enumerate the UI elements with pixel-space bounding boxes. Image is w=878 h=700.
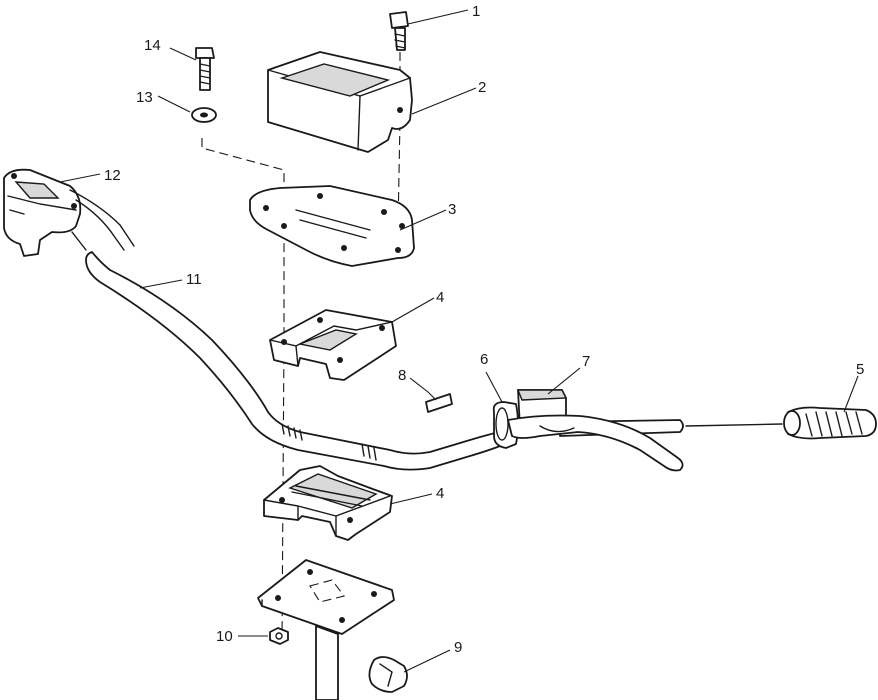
brake-lever-assembly xyxy=(507,389,684,472)
callout-9: 9 xyxy=(454,639,462,656)
cable-clip xyxy=(368,656,408,693)
callout-3: 3 xyxy=(448,201,456,218)
upper-plate xyxy=(249,185,415,267)
callout-10: 10 xyxy=(216,628,233,645)
callout-5: 5 xyxy=(856,361,864,378)
handlebar-cover xyxy=(267,51,413,153)
washer xyxy=(191,107,217,123)
callout-4-lower: 4 xyxy=(436,485,444,502)
nut xyxy=(269,627,289,645)
steering-post xyxy=(257,559,395,700)
callout-2: 2 xyxy=(478,79,486,96)
callout-13: 13 xyxy=(136,89,153,106)
callout-1: 1 xyxy=(472,3,480,20)
callout-11: 11 xyxy=(186,271,202,288)
callout-8: 8 xyxy=(398,367,406,384)
callout-labels: 1 2 3 4 4 5 6 7 8 9 10 11 12 13 14 xyxy=(104,3,864,656)
clamp-block-lower xyxy=(263,465,393,541)
leader-lines xyxy=(59,9,859,673)
callout-7: 7 xyxy=(582,353,590,370)
bolt-left xyxy=(195,47,215,91)
grip xyxy=(783,406,877,440)
callout-6: 6 xyxy=(480,351,488,368)
bolt-right xyxy=(389,11,409,51)
callout-12: 12 xyxy=(104,167,121,184)
callout-14: 14 xyxy=(144,37,161,54)
callout-4-upper: 4 xyxy=(436,289,444,306)
clamp-block-upper xyxy=(269,309,397,381)
throttle-housing xyxy=(3,168,135,257)
decal xyxy=(425,393,453,413)
